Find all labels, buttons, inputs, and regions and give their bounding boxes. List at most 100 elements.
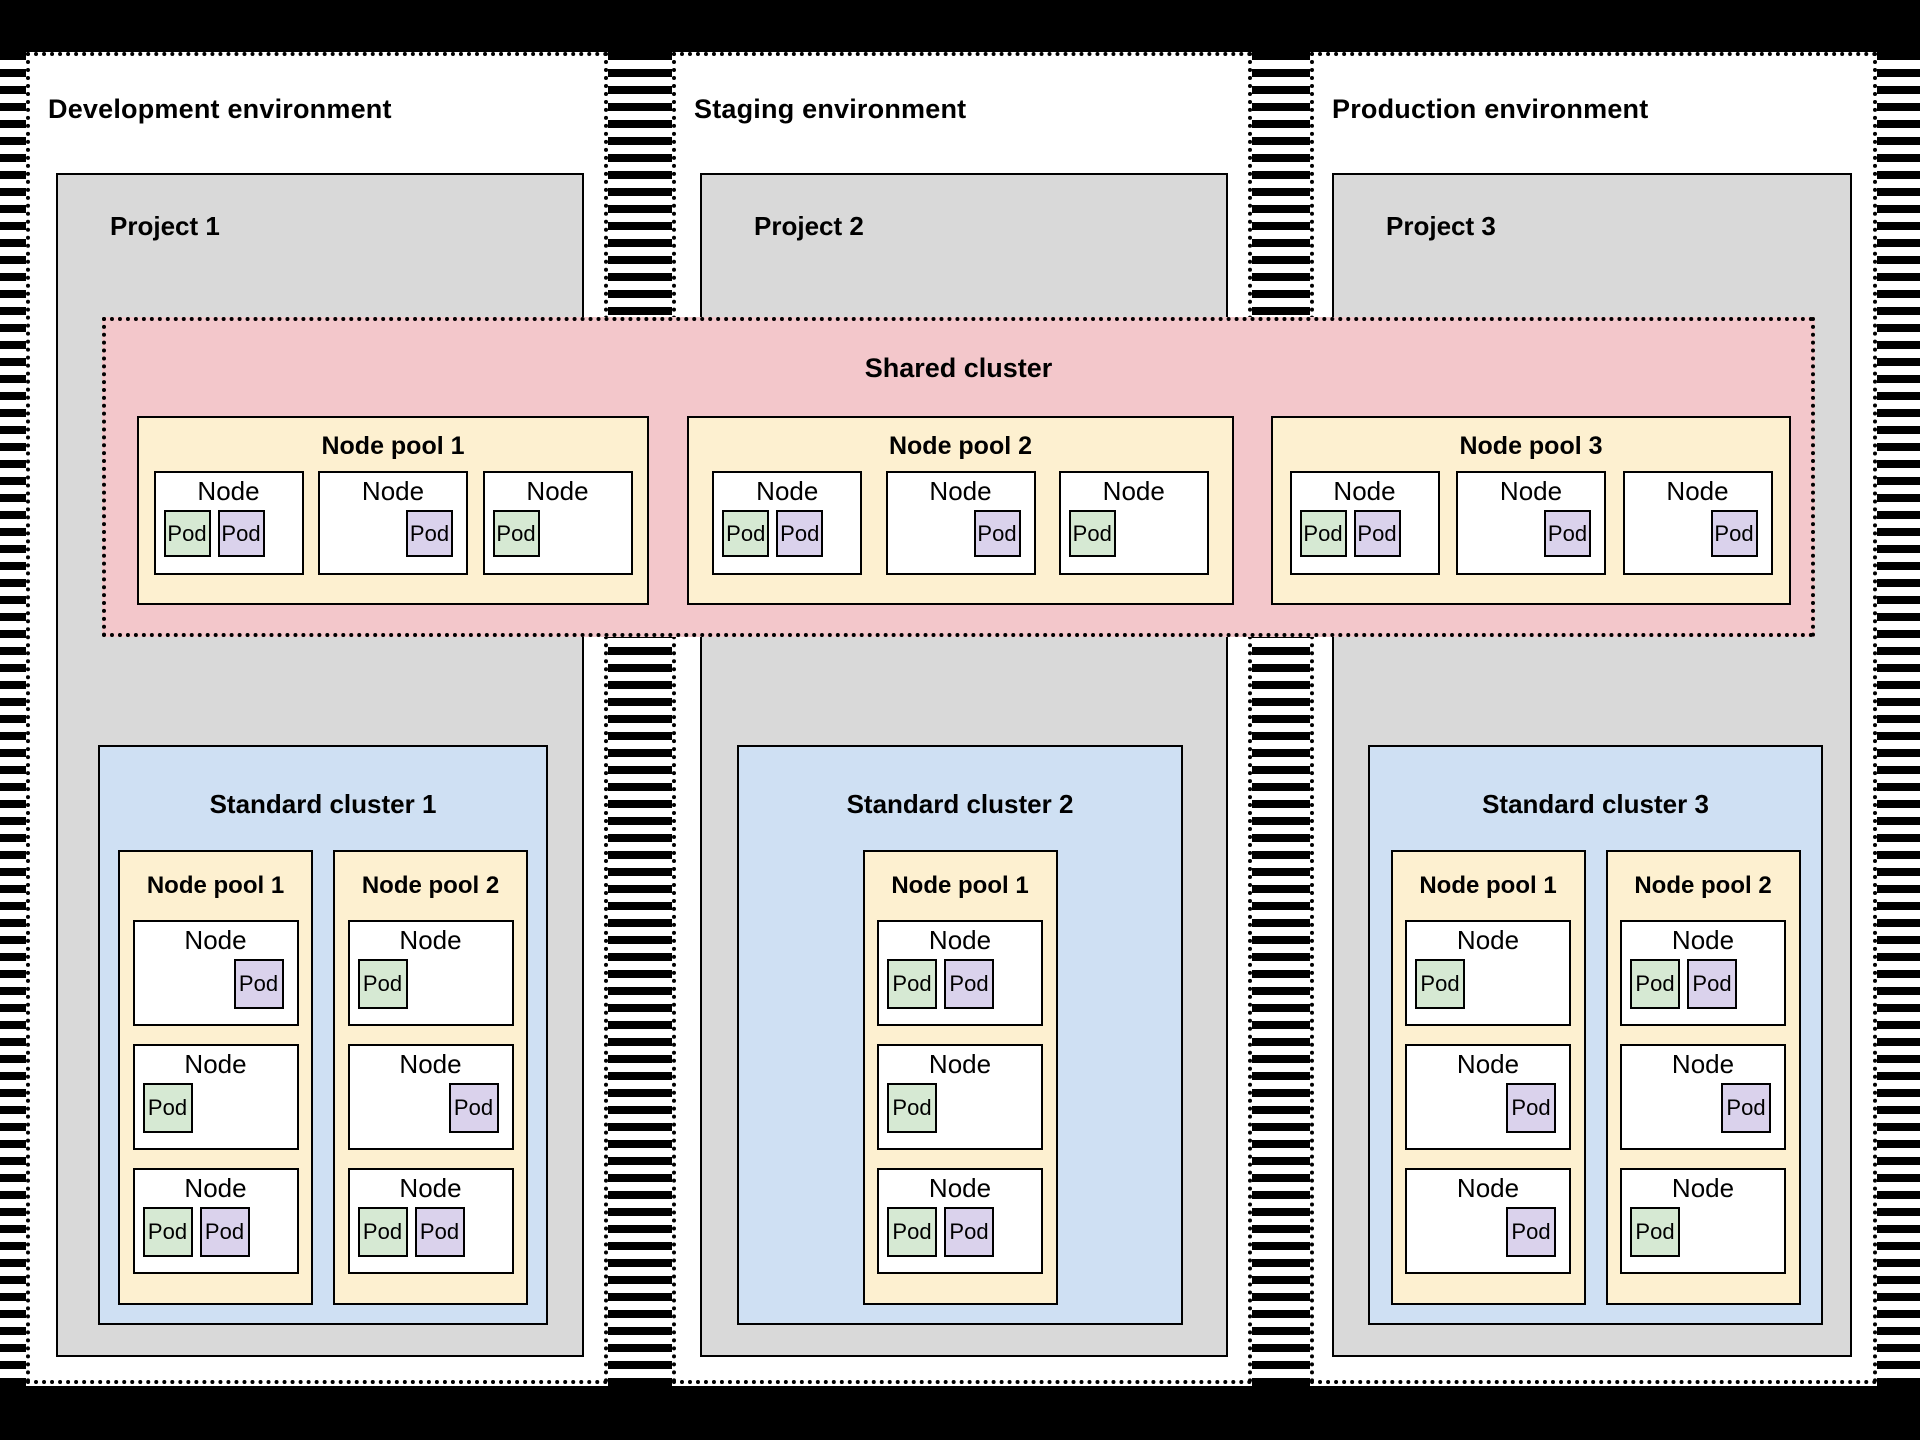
environment-title: Development environment	[48, 94, 392, 124]
node-label: Node	[399, 1173, 462, 1203]
pod-purple: Pod	[1710, 510, 1758, 557]
standard-cluster-title: Standard cluster 2	[846, 789, 1074, 819]
pod-green: Pod	[163, 510, 211, 557]
node-pool-title: Node pool 1	[1419, 872, 1557, 899]
shared-cluster-title: Shared cluster	[864, 353, 1053, 383]
pod-row: Pod	[1622, 1083, 1784, 1148]
pod-green: Pod	[142, 1083, 193, 1133]
node-label: Node	[1456, 1173, 1520, 1203]
pod-row: Pod	[888, 510, 1034, 573]
node-label: Node	[928, 1173, 992, 1203]
node-label: Node	[197, 476, 260, 506]
pod-purple: Pod	[414, 1207, 465, 1257]
pod-row: Pod	[135, 1083, 297, 1148]
pod-row: Pod	[350, 1083, 512, 1148]
pod-purple: Pod	[448, 1083, 499, 1133]
node-label: Node	[1671, 925, 1735, 955]
node-pool-title: Node pool 1	[321, 432, 465, 460]
bottom-frame-bar	[0, 1386, 1920, 1440]
pod-purple: Pod	[217, 510, 265, 557]
node-label: Node	[1102, 476, 1165, 506]
node-label: Node	[399, 1049, 462, 1079]
node-pool-title: Node pool 1	[891, 872, 1029, 899]
standard-cluster-title: Standard cluster 1	[209, 789, 437, 819]
pod-purple: Pod	[944, 1207, 994, 1257]
pod-row: Pod	[1622, 1207, 1784, 1272]
environment-title: Production environment	[1332, 94, 1649, 124]
pod-purple: Pod	[1544, 510, 1591, 557]
project-label: Project 2	[754, 211, 864, 241]
project-label: Project 1	[110, 211, 220, 241]
node-label: Node	[361, 476, 425, 506]
hatch-border-middle-1	[608, 52, 672, 1386]
pod-row: Pod	[320, 510, 466, 573]
node-label: Node	[184, 925, 247, 955]
node-label: Node	[1333, 476, 1396, 506]
pod-green: Pod	[357, 1207, 408, 1257]
node-label: Node	[526, 476, 589, 506]
pod-purple: Pod	[1506, 1083, 1556, 1133]
pod-green: Pod	[722, 510, 770, 557]
pod-purple: Pod	[776, 510, 824, 557]
node-label: Node	[184, 1049, 247, 1079]
top-frame-bar	[0, 0, 1920, 52]
pod-purple: Pod	[199, 1207, 250, 1257]
pod-row: Pod	[1061, 510, 1207, 573]
node-label: Node	[1671, 1173, 1735, 1203]
pod-green: Pod	[142, 1207, 193, 1257]
node-label: Node	[1456, 1049, 1520, 1079]
node-label: Node	[1666, 476, 1729, 506]
hatch-border-right	[1877, 52, 1920, 1386]
node-label: Node	[928, 925, 992, 955]
node-pool-title: Node pool 2	[888, 432, 1033, 460]
pod-green: Pod	[357, 959, 408, 1009]
pod-purple: Pod	[944, 959, 994, 1009]
pod-purple: Pod	[1687, 959, 1737, 1009]
pod-purple: Pod	[1506, 1207, 1556, 1257]
pod-row: Pod	[1458, 510, 1604, 573]
pod-green: Pod	[1299, 510, 1347, 557]
node-label: Node	[1671, 1049, 1735, 1079]
node-pool-title: Node pool 1	[146, 872, 285, 899]
node-pool-title: Node pool 3	[1459, 432, 1603, 460]
hatch-border-left	[0, 52, 26, 1386]
pod-row: Pod	[1407, 1207, 1569, 1272]
